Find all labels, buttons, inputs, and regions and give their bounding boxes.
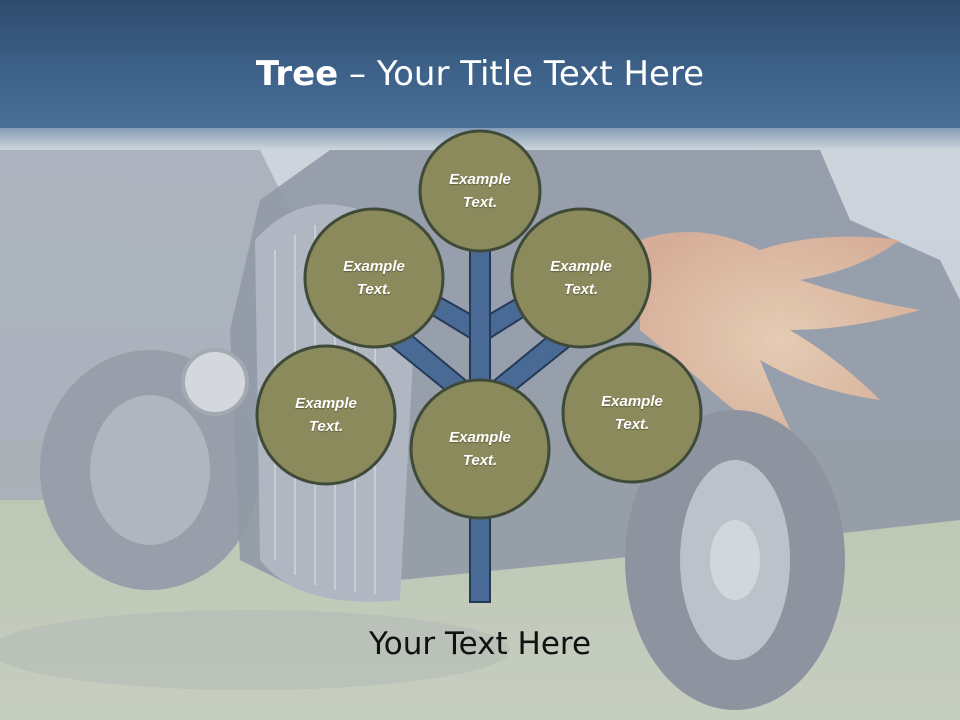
node-label-lower-left-line2: Text. xyxy=(308,418,344,435)
node-label-upper-left-line1: Example xyxy=(343,258,405,275)
node-label-center-line2: Text. xyxy=(462,452,498,469)
node-label-lower-right: Example Text. xyxy=(572,390,692,436)
node-label-lower-right-line1: Example xyxy=(601,393,663,410)
node-label-lower-left: Example Text. xyxy=(266,392,386,438)
slide-title: Tree – Your Title Text Here xyxy=(0,50,960,98)
node-circle-upper-right xyxy=(510,207,652,349)
node-label-center-line1: Example xyxy=(449,429,511,446)
title-bar xyxy=(0,0,960,128)
node-label-center: Example Text. xyxy=(420,426,540,472)
node-label-top: Example Text. xyxy=(420,168,540,214)
node-label-top-line1: Example xyxy=(449,171,511,188)
bottom-text: Your Text Here xyxy=(368,626,592,662)
node-label-upper-right-line1: Example xyxy=(550,258,612,275)
node-circle-lower-right xyxy=(561,342,703,484)
node-label-upper-right-line2: Text. xyxy=(563,281,599,298)
slide-title-bold: Tree xyxy=(255,54,339,94)
node-label-upper-left: Example Text. xyxy=(314,255,434,301)
node-circle-upper-left xyxy=(303,207,445,349)
node-circle-center xyxy=(409,378,551,520)
node-circle-top xyxy=(418,129,542,253)
node-label-upper-right: Example Text. xyxy=(521,255,641,301)
node-circle-lower-left xyxy=(255,344,397,486)
node-label-lower-left-line1: Example xyxy=(295,395,357,412)
node-label-lower-right-line2: Text. xyxy=(614,416,650,433)
slide-title-rest: – Your Title Text Here xyxy=(338,54,705,94)
tree-nodes xyxy=(255,129,703,520)
node-label-upper-left-line2: Text. xyxy=(356,281,392,298)
node-label-top-line2: Text. xyxy=(462,194,498,211)
